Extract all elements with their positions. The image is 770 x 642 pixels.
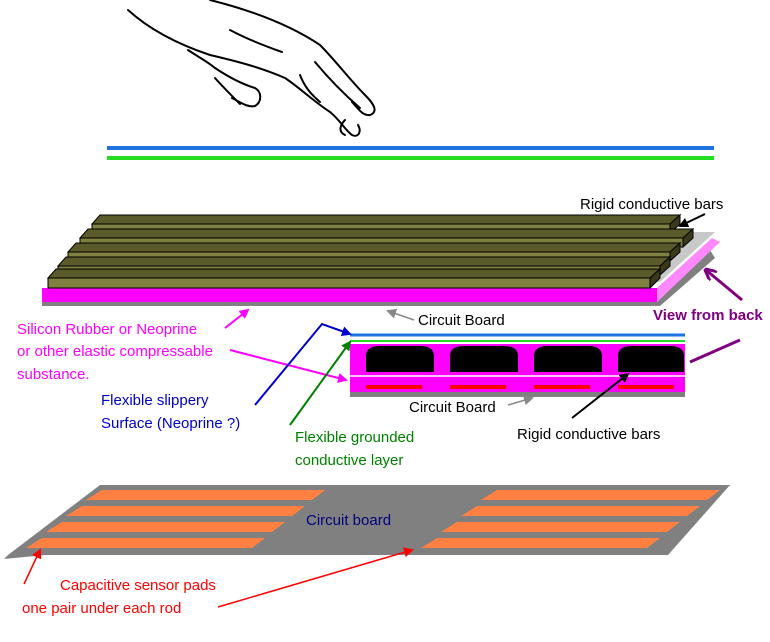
label-circuit-board-lower: Circuit Board (409, 399, 496, 416)
arrow-rigid-bars-top (678, 213, 706, 228)
arrow-capacitive-right (217, 547, 414, 608)
arrow-silicon-top (224, 308, 250, 329)
line-view-from-back (689, 338, 741, 364)
label-circuit-board-pad: Circuit board (306, 512, 391, 529)
label-flexible-grounded-1: Flexible grounded (295, 429, 414, 446)
label-flexible-slippery-2: Surface (Neoprine ?) (101, 415, 240, 432)
top-assembly (42, 213, 720, 306)
cross-section (350, 333, 685, 397)
label-circuit-board-middle: Circuit Board (418, 312, 505, 329)
arrow-capacitive-left (23, 548, 42, 585)
label-flexible-grounded-2: conductive layer (295, 452, 403, 469)
pad-board (4, 485, 730, 559)
arrow-circuit-board-middle (386, 308, 415, 321)
arrow-view-from-back (706, 270, 743, 302)
label-rigid-bars-top: Rigid conductive bars (580, 196, 723, 213)
label-view-from-back: View from back (653, 307, 763, 324)
label-silicon-rubber-3: substance. (17, 366, 90, 383)
arrow-flexible-grounded (289, 340, 352, 426)
top-bars (46, 213, 695, 290)
label-capacitive-pads-1: Capacitive sensor pads (60, 577, 216, 594)
label-flexible-slippery-1: Flexible slippery (101, 392, 209, 409)
label-silicon-rubber-2: or other elastic compressable (17, 343, 213, 360)
arrow-rigid-bars-bottom (571, 372, 630, 419)
label-silicon-rubber-1: Silicon Rubber or Neoprine (17, 321, 197, 338)
arrow-flexible-slippery (254, 322, 352, 406)
label-capacitive-pads-2: one pair under each rod (22, 600, 181, 617)
label-rigid-bars-bottom: Rigid conductive bars (517, 426, 660, 443)
arrow-circuit-board-lower (507, 395, 534, 406)
hand-icon (127, 0, 376, 137)
